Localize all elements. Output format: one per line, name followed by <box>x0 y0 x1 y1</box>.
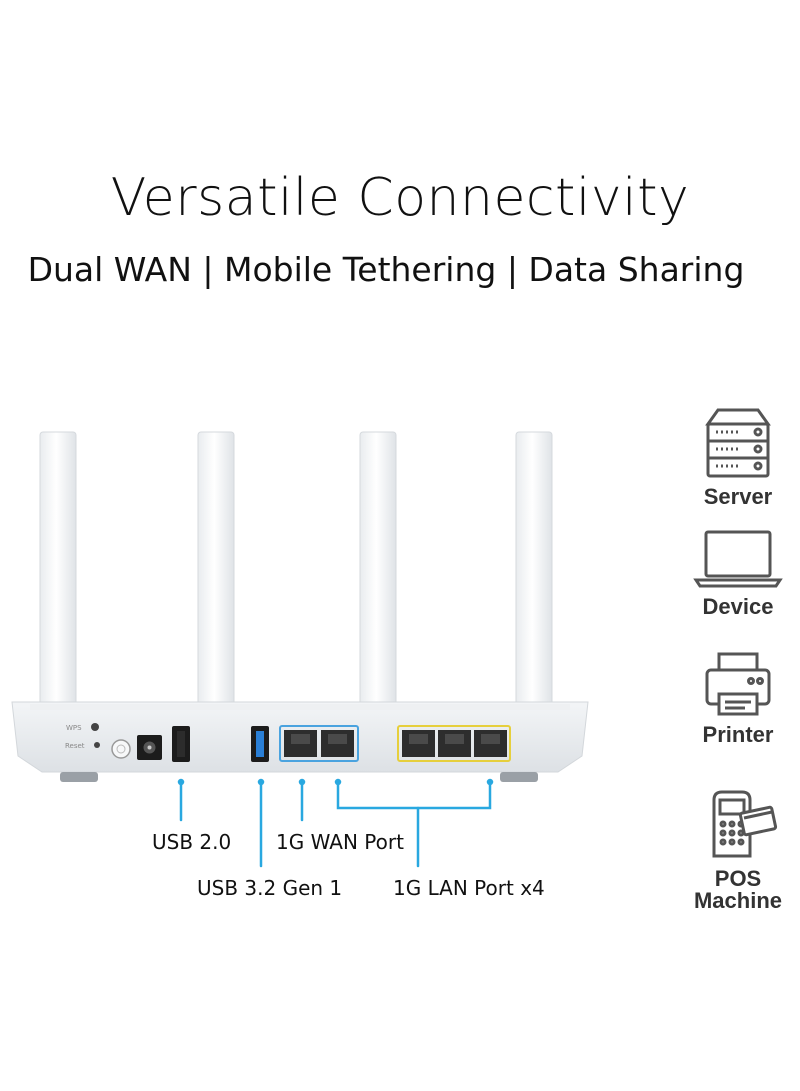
reset-button[interactable] <box>94 742 100 748</box>
device-laptop: Device <box>686 528 790 618</box>
power-button[interactable] <box>111 739 131 759</box>
device-label: Server <box>703 484 773 509</box>
wps-button[interactable] <box>91 723 99 731</box>
server-icon <box>705 408 771 478</box>
device-label: Device <box>702 594 774 619</box>
device-printer: Printer <box>686 650 790 746</box>
usb3-callout-label: USB 3.2 Gen 1 <box>197 876 343 900</box>
wps-label: WPS <box>66 724 82 732</box>
device-server: Server <box>686 404 790 508</box>
wan-port-frame <box>279 725 359 762</box>
device-label: POS Machine <box>686 868 790 912</box>
usb2-callout-label: USB 2.0 <box>152 830 232 854</box>
device-label-line2: Machine <box>693 888 783 913</box>
lan-callout-label: 1G LAN Port x4 <box>393 876 545 900</box>
page-title: Versatile Connectivity <box>110 168 690 228</box>
laptop-icon <box>693 530 783 588</box>
pos-machine-icon <box>712 790 778 858</box>
printer-icon <box>705 652 771 716</box>
device-label: Printer <box>702 722 774 747</box>
router-illustration: WPS Reset <box>11 431 589 782</box>
router-foot-right <box>500 772 538 782</box>
wan-callout-label: 1G WAN Port <box>276 830 404 854</box>
device-label-line1: POS <box>714 866 762 891</box>
page-subtitle: Dual WAN | Mobile Tethering | Data Shari… <box>27 250 745 289</box>
reset-label: Reset <box>65 742 85 750</box>
lan-callout-line <box>336 780 492 810</box>
router-foot-left <box>60 772 98 782</box>
device-pos-machine: POS Machine <box>686 786 790 912</box>
lan-ports-frame <box>397 725 511 762</box>
